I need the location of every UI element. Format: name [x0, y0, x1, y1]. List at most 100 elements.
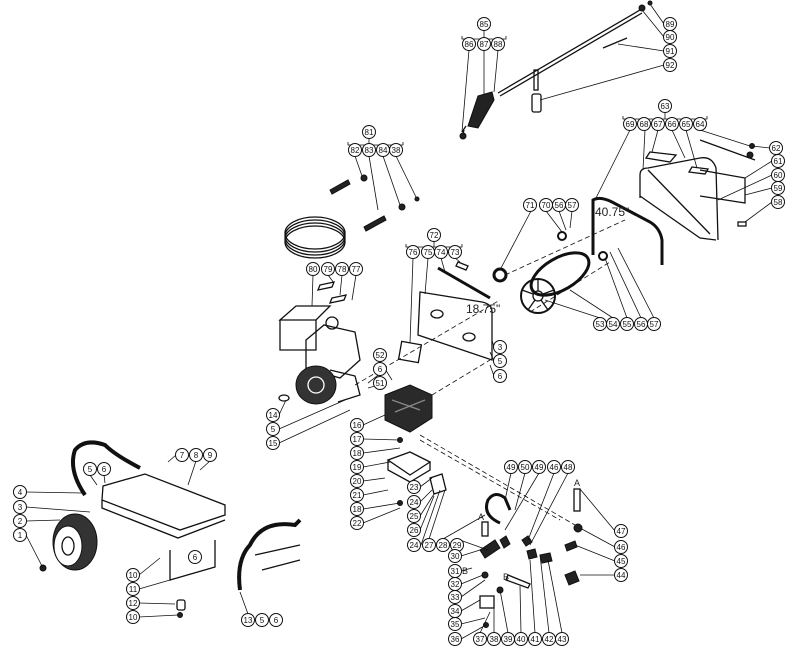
- pulley-belt-assembly: [492, 231, 608, 314]
- callout-circle: [350, 474, 364, 488]
- callout-circle: [448, 590, 462, 604]
- callout-number: 34: [451, 607, 460, 616]
- callout-number: 20: [353, 477, 362, 486]
- callout-41: 41: [528, 632, 542, 646]
- callout-number: 4: [18, 488, 23, 497]
- callout-circle: [255, 613, 269, 627]
- callout-number: 13: [244, 616, 253, 625]
- assembly-guide-lines: [354, 219, 626, 526]
- callout-2: 2: [13, 514, 27, 528]
- callout-48: 48: [561, 460, 575, 474]
- callout-circle: [523, 198, 537, 212]
- callout-5: 5: [83, 462, 97, 476]
- callout-number: 70: [542, 201, 551, 210]
- callout-number: 87: [480, 40, 489, 49]
- callout-46: 46: [614, 540, 628, 554]
- belt-guard: [639, 139, 756, 241]
- callout-circle: [175, 448, 189, 462]
- callout-circle: [407, 523, 421, 537]
- callout-circle: [561, 460, 575, 474]
- callout-circle: [362, 125, 376, 139]
- callout-number: 65: [682, 120, 691, 129]
- callout-circle: [126, 582, 140, 596]
- callout-circle: [13, 514, 27, 528]
- callout-number: 38: [490, 635, 499, 644]
- pump: [384, 384, 447, 506]
- callout-number: 28: [439, 541, 448, 550]
- callout-number: 55: [623, 320, 632, 329]
- callout-number: 21: [353, 491, 362, 500]
- callout-number: 85: [480, 20, 489, 29]
- callout-5: 5: [493, 354, 507, 368]
- callout-circle: [493, 354, 507, 368]
- callout-number: 47: [617, 527, 626, 536]
- callout-circle: [407, 509, 421, 523]
- callout-56: 56: [634, 317, 648, 331]
- callout-44: 44: [614, 568, 628, 582]
- callout-16: 16: [350, 418, 364, 432]
- callout-circle: [532, 460, 546, 474]
- callout-number: 8: [194, 451, 199, 460]
- callout-circle: [614, 524, 628, 538]
- callout-circle: [663, 30, 677, 44]
- callout-number: 46: [617, 543, 626, 552]
- callout-circle: [407, 538, 421, 552]
- callout-92: 92: [663, 58, 677, 72]
- callout-circle: [493, 369, 507, 383]
- callout-number: 81: [365, 128, 374, 137]
- callout-number: 24: [410, 498, 419, 507]
- callout-89: 89: [663, 17, 677, 31]
- callout-33: 33: [448, 590, 462, 604]
- callout-circle: [266, 436, 280, 450]
- callout-number: 82: [351, 146, 360, 155]
- callout-number: 57: [650, 320, 659, 329]
- callout-6: 6: [188, 550, 202, 564]
- callout-29: 29: [450, 538, 464, 552]
- callout-number: 90: [666, 33, 675, 42]
- callout-14: 14: [266, 408, 280, 422]
- callout-number: 59: [774, 184, 783, 193]
- callout-number: 58: [774, 198, 783, 207]
- callout-82: 82: [348, 143, 362, 157]
- callout-5: 5: [266, 422, 280, 436]
- callout-22: 22: [350, 516, 364, 530]
- callout-number: 29: [453, 541, 462, 550]
- connector-marks: A A B B: [462, 478, 580, 582]
- callout-91: 91: [663, 44, 677, 58]
- callout-49: 49: [504, 460, 518, 474]
- callout-10: 10: [126, 568, 140, 582]
- callout-79: 79: [321, 262, 335, 276]
- engine: [278, 281, 361, 405]
- callout-circle: [514, 632, 528, 646]
- callout-64: 64: [693, 117, 707, 131]
- callout-circle: [614, 554, 628, 568]
- callout-circle: [491, 37, 505, 51]
- callout-number: 6: [102, 465, 107, 474]
- callout-1: 1: [13, 528, 27, 542]
- mounting-plate: [397, 261, 493, 364]
- callout-number: 32: [451, 580, 460, 589]
- callout-number: 43: [558, 635, 567, 644]
- callout-18: 18: [350, 502, 364, 516]
- callout-number: 16: [353, 421, 362, 430]
- callout-36: 36: [448, 632, 462, 646]
- callout-number: 26: [410, 526, 419, 535]
- callout-circle: [504, 460, 518, 474]
- callout-3: 3: [493, 340, 507, 354]
- callout-number: 15: [269, 439, 278, 448]
- callout-number: 18: [353, 449, 362, 458]
- leader-lines: [25, 3, 773, 640]
- callout-83: 83: [362, 143, 376, 157]
- callout-circle: [665, 117, 679, 131]
- callout-circle: [448, 617, 462, 631]
- callout-circle: [373, 362, 387, 376]
- callout-circle: [663, 58, 677, 72]
- callout-circle: [13, 485, 27, 499]
- callout-number: 56: [555, 201, 564, 210]
- callout-50: 50: [518, 460, 532, 474]
- callout-number: 69: [626, 120, 635, 129]
- callout-21: 21: [350, 488, 364, 502]
- callout-number: 38: [392, 146, 401, 155]
- callout-circle: [126, 596, 140, 610]
- callout-circle: [436, 538, 450, 552]
